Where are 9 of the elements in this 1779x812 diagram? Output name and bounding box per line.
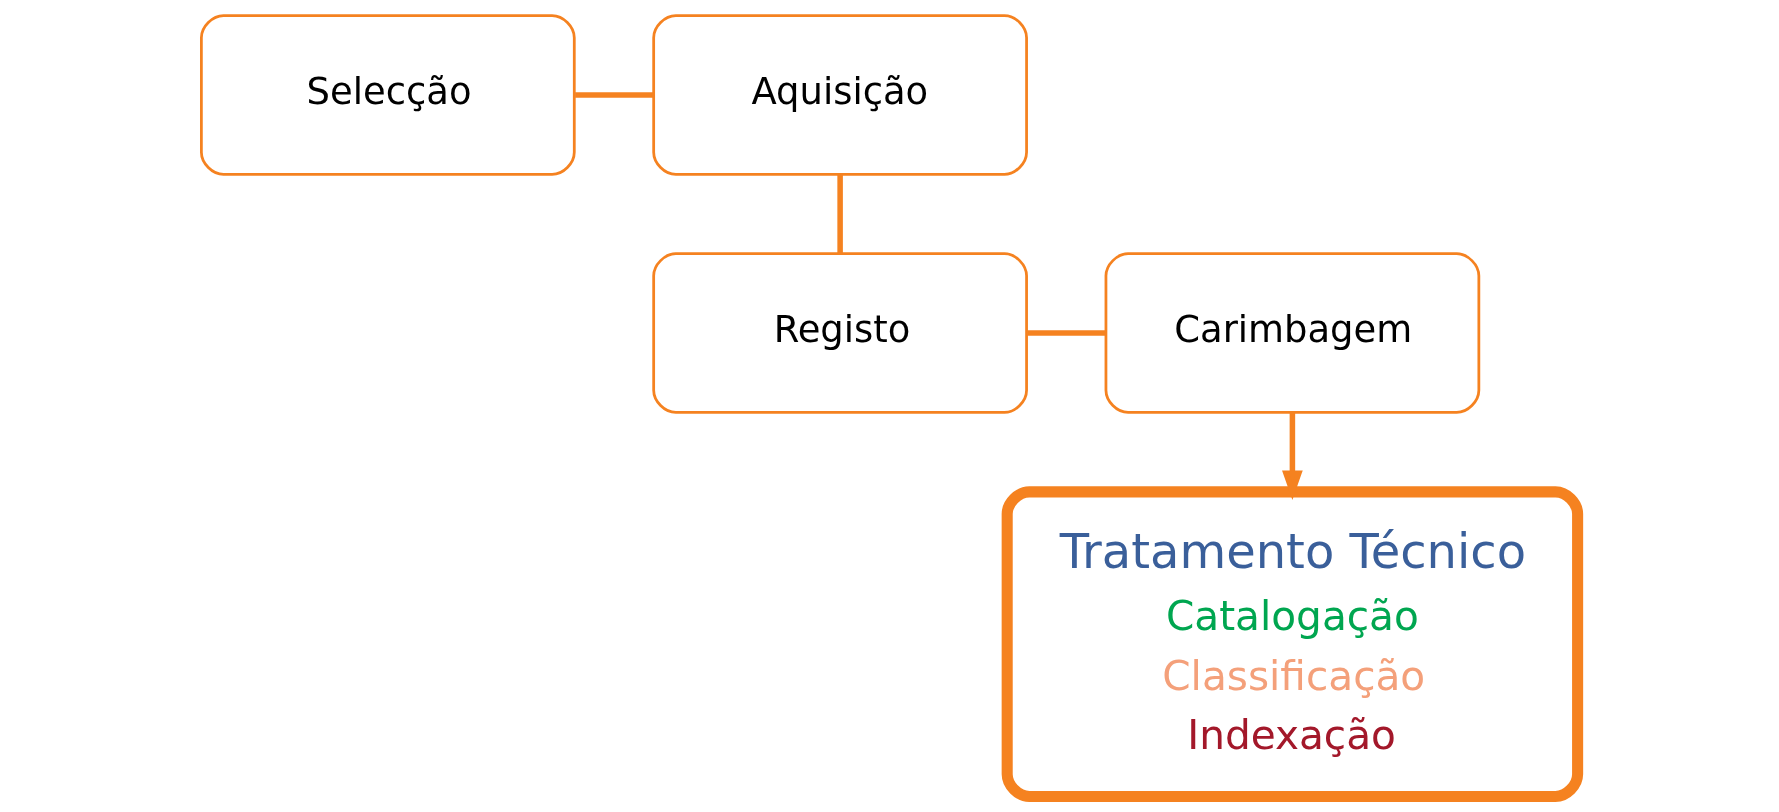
node-box: Aquisição: [652, 14, 1028, 176]
connector: [575, 92, 654, 98]
node-box: Registo: [652, 252, 1028, 414]
node-box: Tratamento Técnico Catalogação Classificação Indexação: [1001, 486, 1584, 802]
arrow: [1282, 412, 1303, 501]
connector: [837, 174, 843, 254]
node-box: Carimbagem: [1104, 252, 1481, 414]
connector: [1027, 330, 1106, 336]
node-box: Selecção: [200, 14, 576, 176]
